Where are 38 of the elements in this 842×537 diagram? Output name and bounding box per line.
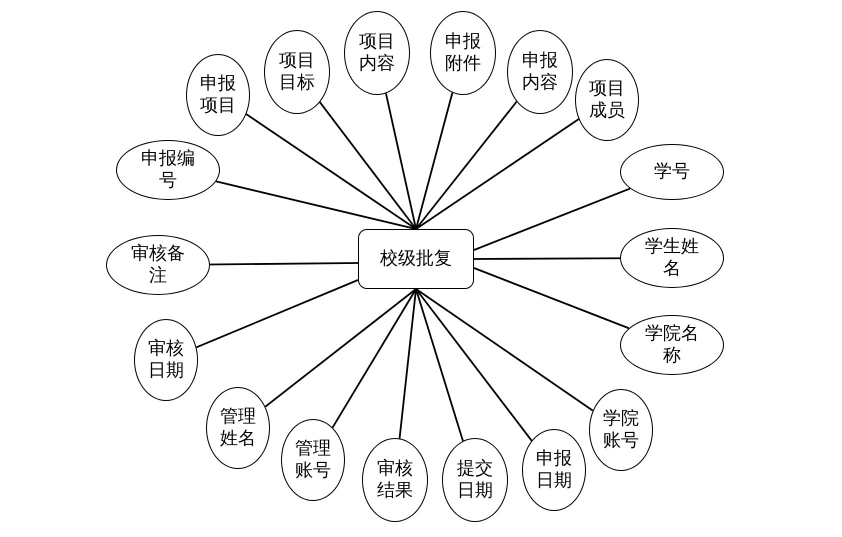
connector-line xyxy=(416,118,580,230)
attribute-label: 项目目标 xyxy=(278,50,316,94)
attribute-label: 申报日期 xyxy=(535,448,573,492)
connector-line xyxy=(415,288,594,412)
connector-line xyxy=(415,101,518,230)
connector-line xyxy=(246,113,416,230)
connector-line xyxy=(415,288,532,442)
attribute-label: 项目成员 xyxy=(588,78,626,122)
attribute-label: 审核备注 xyxy=(130,243,186,287)
attribute-label: 提交日期 xyxy=(456,458,494,502)
attribute-label: 管理账号 xyxy=(294,438,332,482)
attribute-label: 学院账号 xyxy=(602,408,640,452)
attribute-label: 学生姓名 xyxy=(644,236,700,280)
connector-line xyxy=(474,257,620,260)
attribute-label: 项目内容 xyxy=(358,31,396,75)
attribute-label: 学号 xyxy=(653,161,691,183)
attribute-label: 管理姓名 xyxy=(219,406,257,450)
attribute-label: 审核结果 xyxy=(376,458,414,502)
entity-box xyxy=(358,229,474,289)
attribute-label: 申报编号 xyxy=(140,148,196,192)
attribute-label: 审核日期 xyxy=(147,338,185,382)
connector-line xyxy=(319,102,417,230)
attribute-label: 申报内容 xyxy=(521,50,559,94)
connector-line xyxy=(196,279,358,348)
connector-line xyxy=(474,267,630,330)
attribute-label: 申报项目 xyxy=(199,73,237,117)
connector-line xyxy=(398,288,417,438)
connector-line xyxy=(474,188,630,251)
connector-line xyxy=(332,288,417,428)
attribute-label: 学院名称 xyxy=(644,323,700,367)
connector-line xyxy=(415,92,454,230)
connector-line xyxy=(210,262,358,266)
attribute-label: 申报附件 xyxy=(444,31,482,75)
connector-line xyxy=(216,180,416,230)
connector-line xyxy=(415,288,464,442)
connector-line xyxy=(385,93,417,230)
connector-line xyxy=(264,288,417,408)
entity-label: 校级批复 xyxy=(379,248,453,270)
